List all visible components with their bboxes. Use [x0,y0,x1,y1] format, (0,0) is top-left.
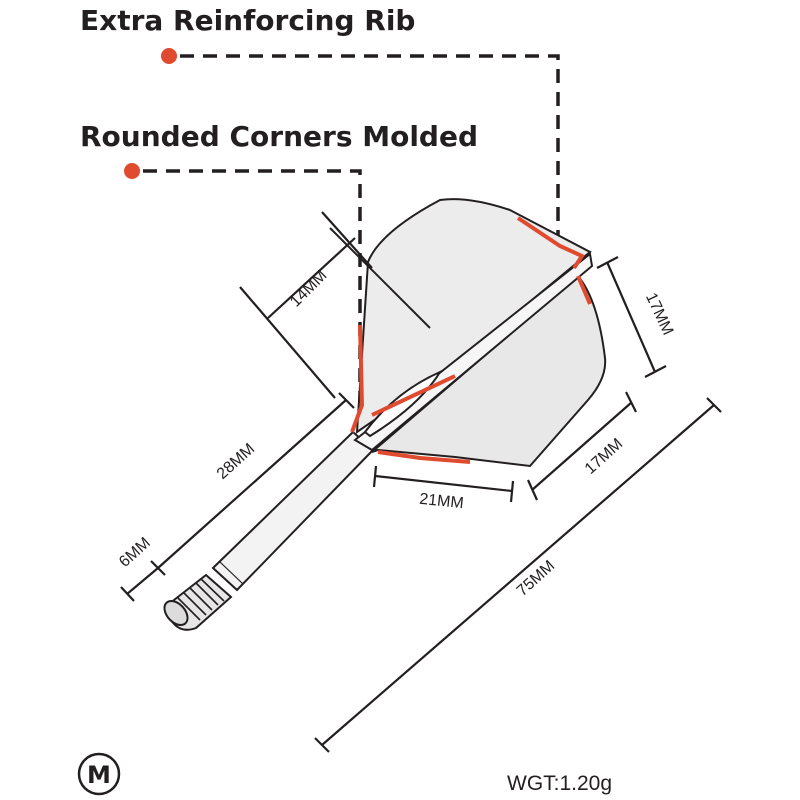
dim-6-label: 6MM [116,534,154,570]
size-badge-letter: M [87,761,111,789]
thread-line [189,587,213,611]
callout-rib-leader [180,54,560,252]
thread-line [200,578,225,602]
callout-corners-dot [124,163,140,179]
shaft-ring [212,567,238,591]
rounded-corner-bottom [377,450,471,464]
dim-21-line [374,474,513,493]
dim-17h-label: 17MM [642,290,676,337]
dim-17h-tick [596,256,619,269]
dim-28-label: 28MM [214,440,258,482]
dim-14-label: 14MM [287,267,330,310]
dim-6-line [126,567,159,595]
dim-75-tick [314,737,330,753]
size-badge: M [77,752,121,796]
dim-17f-tick [526,479,539,501]
callout-corners-label: Rounded Corners Molded [80,120,478,153]
rounded-corner-left [350,324,365,433]
dim-17h-tick [644,365,667,378]
dim-17f-tick [625,391,637,413]
dim-14-tick [321,211,373,269]
dim-28-tick [338,392,355,409]
dim-6-tick [150,560,166,576]
flight-shaft-drawing [163,198,607,631]
dim-75-tick [706,397,722,413]
dim-17f-label: 17MM [582,435,626,477]
weight-label: WGT:1.20g [507,772,612,795]
reinforcing-rib-right [576,275,592,305]
dim-28-line [157,399,347,569]
thread-line [195,582,219,606]
callout-corners-leader [143,169,362,420]
flight-wing-front [371,274,607,468]
callout-rib-dot [161,48,177,64]
dim-17f-line [531,401,633,491]
dim-75-label: 75MM [514,557,558,599]
dim-75-line [321,404,715,746]
rounded-corner-inner [371,374,456,417]
size-badge-circle [77,752,121,796]
dim-17h-line [605,261,657,373]
dim-21-tick [509,480,515,503]
shaft-ring [219,561,244,585]
dim-21-label: 21MM [418,491,464,513]
dim-6-tick [120,586,135,602]
dim-21-tick [372,465,378,488]
reinforcing-rib-top [516,216,585,270]
dimension-lines [120,211,722,753]
callout-rib-label: Extra Reinforcing Rib [80,4,415,37]
dim-14-line [267,237,356,319]
dim-14-tick [239,286,336,399]
thread-end [163,599,189,627]
thread-line [177,597,201,621]
flight-wing-back [355,198,592,434]
thread-line [183,592,207,616]
